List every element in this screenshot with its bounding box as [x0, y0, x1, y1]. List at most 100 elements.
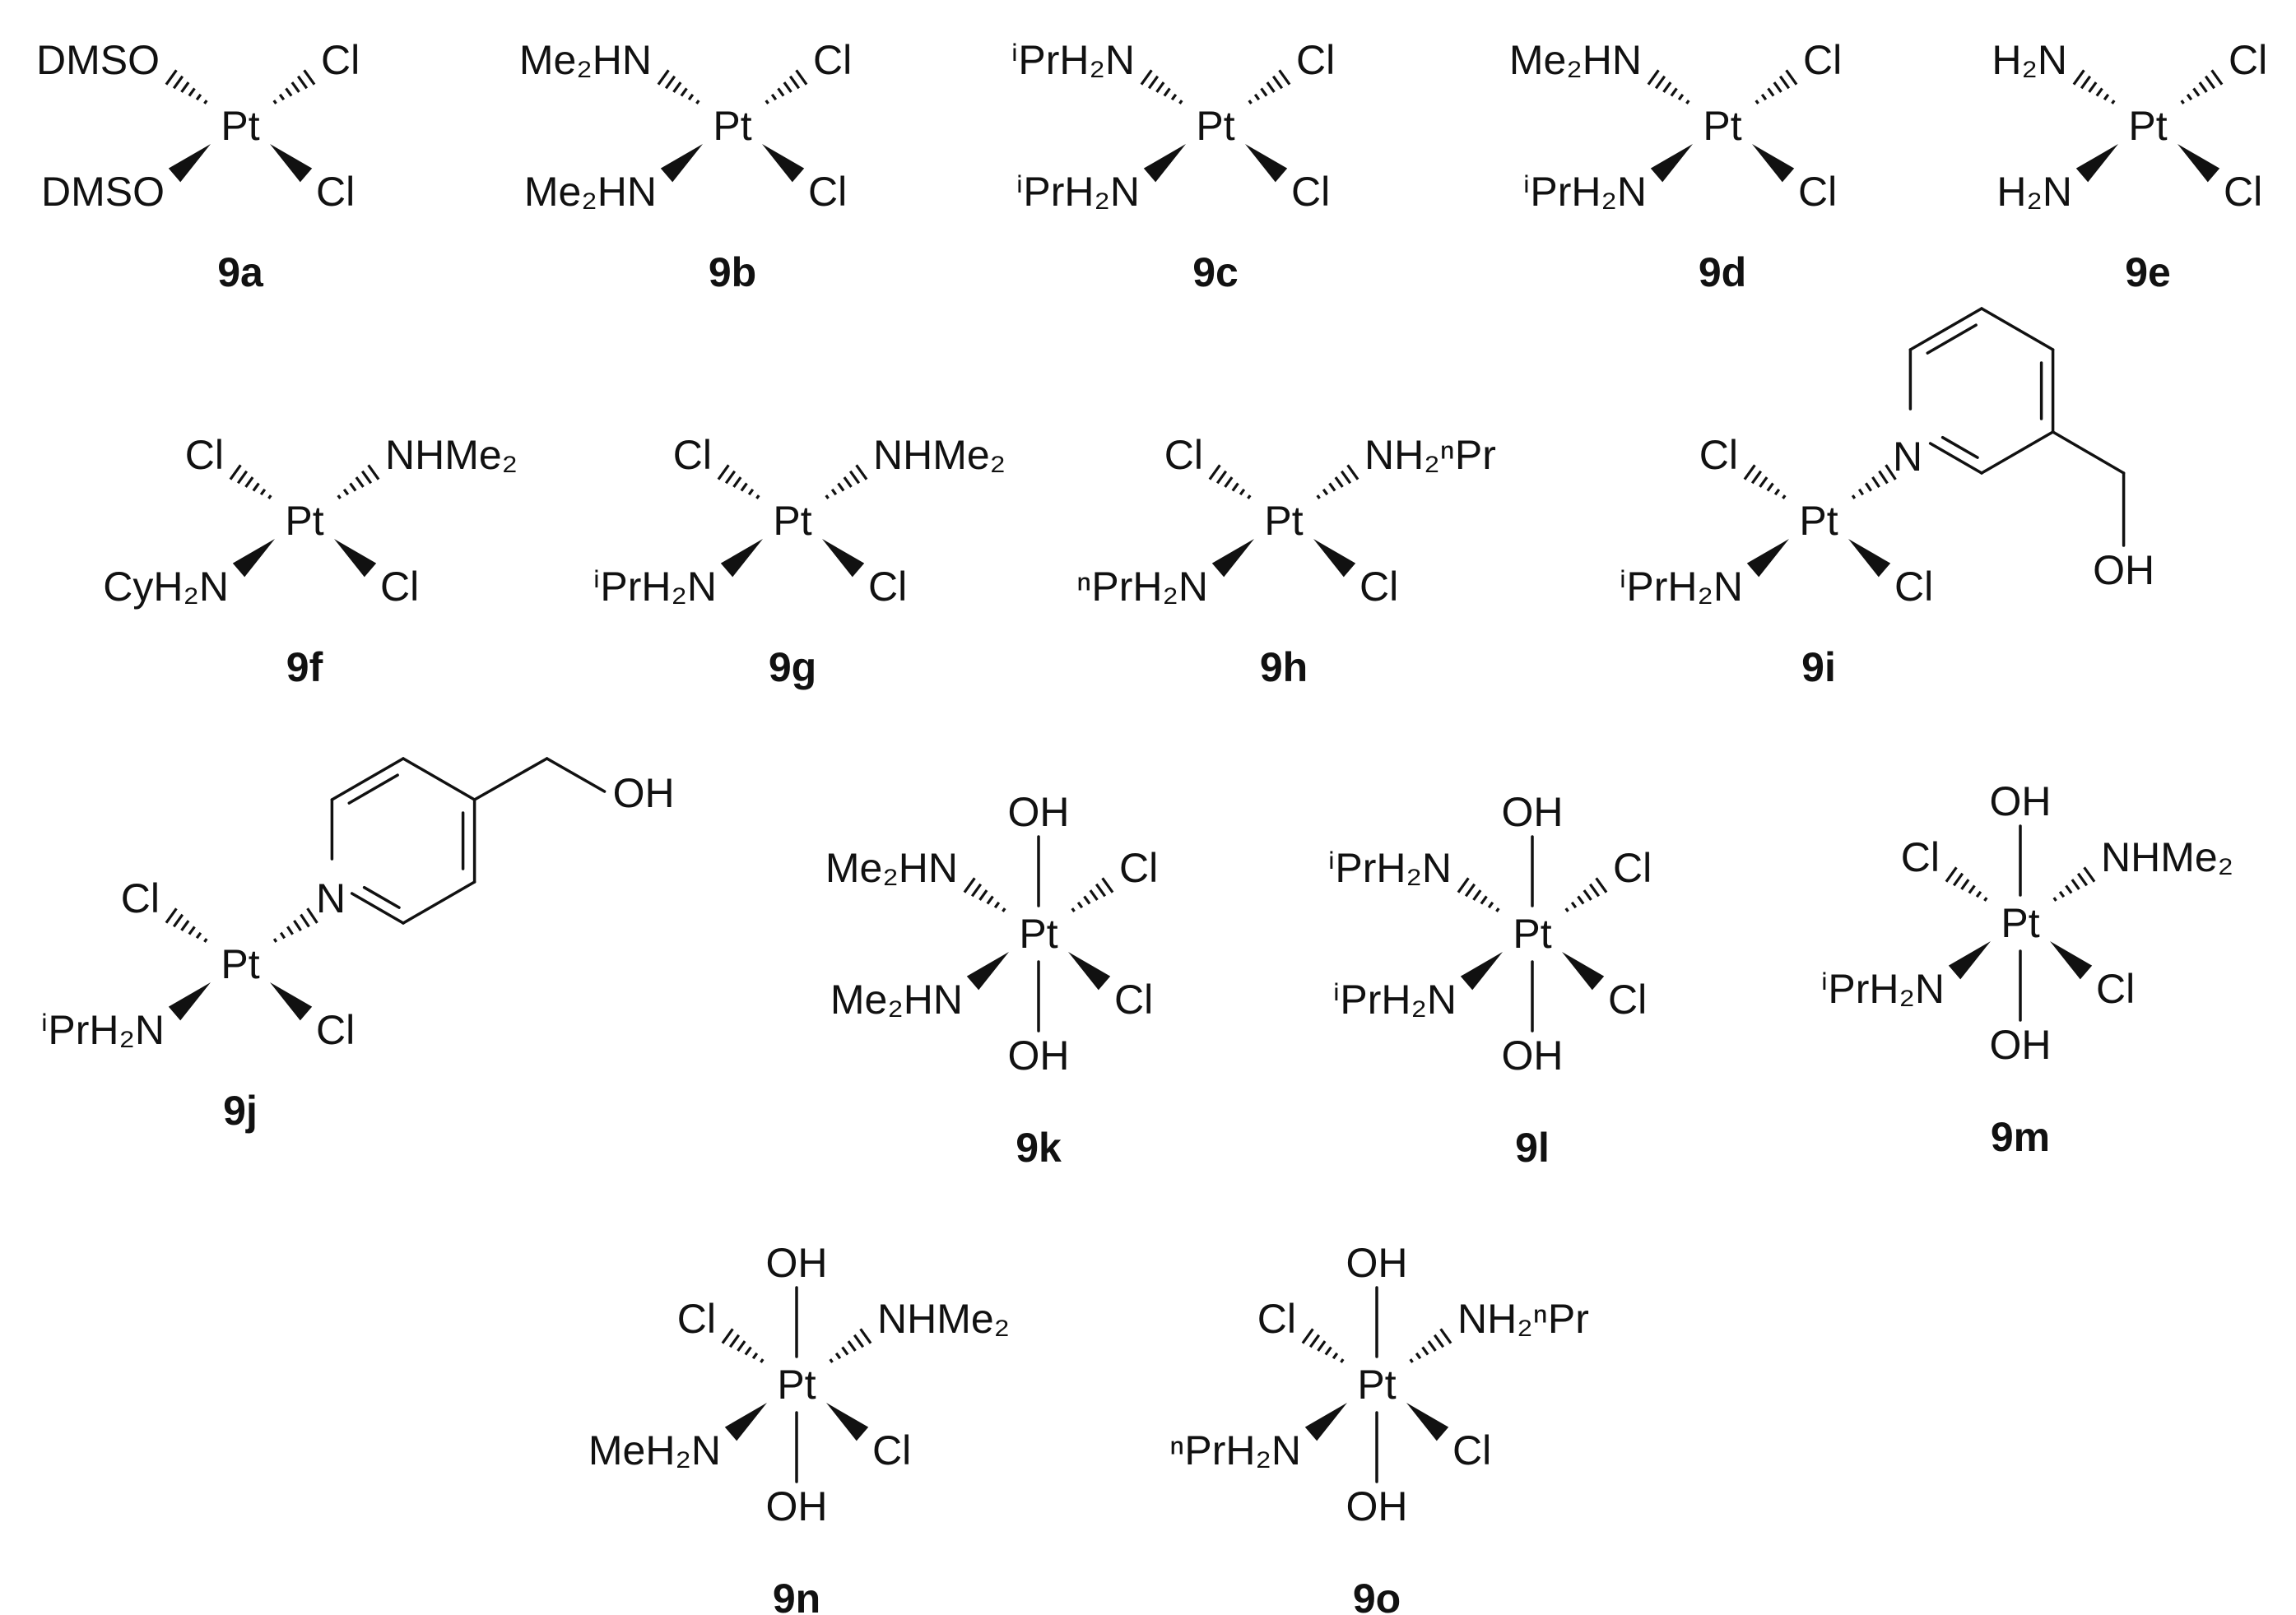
- ring-double-bond: [362, 885, 401, 909]
- hashed-bond-upper-right: [765, 69, 808, 104]
- platinum-atom: Pt: [1703, 103, 1741, 149]
- compound-label: 9h: [1260, 644, 1308, 690]
- ligand-lower-left: Me₂HN: [524, 169, 657, 215]
- ligand-upper-left: ⁱPrH₂N: [1327, 845, 1452, 891]
- wedge-bond-lower-left: [1460, 952, 1503, 991]
- hashed-bond-upper-right: [1409, 1328, 1452, 1363]
- ligand-upper-right: NHMe₂: [2101, 834, 2233, 880]
- ligand-lower-left: ⁱPrH₂N: [593, 564, 717, 610]
- compound-label: 9n: [773, 1576, 820, 1615]
- wedge-bond-lower-right: [822, 539, 865, 578]
- ligand-lower-right: Cl: [316, 169, 355, 215]
- hydroxyl-group: OH: [613, 770, 675, 816]
- ligand-axial-top: OH: [1008, 789, 1070, 835]
- methylene-bond: [472, 757, 549, 801]
- compound-label: 9c: [1192, 249, 1239, 295]
- hashed-bond-upper-right: [2180, 69, 2224, 104]
- compound-label: 9e: [2125, 249, 2171, 295]
- ligand-lower-left: CyH₂N: [103, 564, 229, 610]
- hashed-bond-upper-right: [1564, 877, 1608, 912]
- wedge-bond-lower-left: [1304, 1403, 1347, 1441]
- compound-label: 9j: [223, 1088, 258, 1134]
- platinum-atom: Pt: [1799, 498, 1838, 544]
- wedge-bond-lower-left: [720, 539, 763, 578]
- methylene-bond: [2051, 430, 2126, 475]
- compound-label: 9b: [709, 249, 756, 295]
- ligand-lower-left: ⁱPrH₂N: [1522, 169, 1647, 215]
- ligand-upper-left: Cl: [677, 1296, 716, 1342]
- compound-label: 9m: [1991, 1114, 2050, 1160]
- ligand-upper-left: Me₂HN: [825, 845, 958, 891]
- ligand-lower-left: ⁿPrH₂N: [1076, 564, 1208, 610]
- ligand-upper-left: ⁱPrH₂N: [1011, 37, 1135, 83]
- platinum-atom: Pt: [2128, 103, 2167, 149]
- platinum-atom: Pt: [1513, 911, 1551, 957]
- wedge-bond-lower-left: [1948, 941, 1991, 980]
- wedge-bond-lower-left: [168, 144, 211, 183]
- hashed-bond-upper-left: [165, 69, 208, 104]
- ligand-upper-left: Cl: [185, 432, 224, 478]
- ligand-upper-left: Cl: [1164, 432, 1203, 478]
- platinum-atom: Pt: [1196, 103, 1234, 149]
- platinum-atom: Pt: [1264, 498, 1303, 544]
- wedge-bond-lower-left: [1143, 144, 1186, 183]
- ligand-axial-bottom: OH: [1990, 1022, 2052, 1068]
- hashed-bond-upper-right: [825, 464, 868, 499]
- hashed-bond-upper-left: [1457, 877, 1500, 912]
- wedge-bond-lower-right: [1068, 952, 1111, 991]
- hydroxyl-group: OH: [2093, 547, 2154, 593]
- compound-label: 9g: [769, 644, 816, 690]
- compound-label: 9l: [1515, 1125, 1550, 1171]
- ligand-lower-right: Cl: [1798, 169, 1837, 215]
- hashed-bond-upper-left: [1647, 69, 1690, 104]
- ligand-lower-left: MeH₂N: [588, 1427, 721, 1473]
- ligand-lower-left: ⁱPrH₂N: [1619, 564, 1743, 610]
- ligand-lower-left: ⁱPrH₂N: [1332, 977, 1457, 1023]
- hydroxyl-bond: [545, 757, 607, 793]
- ligand-lower-right: Cl: [380, 564, 419, 610]
- platinum-atom: Pt: [2001, 900, 2039, 946]
- hashed-bond-upper-left: [657, 69, 700, 104]
- pyridine-ring: [330, 757, 476, 925]
- ring-double-bond: [1940, 435, 1979, 459]
- ligand-upper-left: Cl: [121, 875, 160, 921]
- ligand-lower-right: Cl: [868, 564, 907, 610]
- ring-bond: [330, 757, 405, 801]
- ligand-axial-top: OH: [1990, 778, 2052, 824]
- wedge-bond-lower-left: [232, 539, 275, 578]
- ligand-upper-right: Cl: [813, 37, 852, 83]
- wedge-bond-lower-left: [966, 952, 1009, 991]
- hashed-bond-upper-left: [1945, 866, 1988, 902]
- wedge-bond-lower-right: [2050, 941, 2093, 980]
- ligand-lower-right: Cl: [2096, 966, 2135, 1012]
- ligand-axial-top: OH: [1502, 789, 1564, 835]
- ring-bond: [350, 892, 405, 925]
- ligand-lower-right: Cl: [1359, 564, 1398, 610]
- ligand-axial-top: OH: [766, 1240, 828, 1286]
- wedge-bond-lower-left: [1650, 144, 1693, 183]
- ligand-upper-left: Cl: [1901, 834, 1940, 880]
- platinum-atom: Pt: [221, 103, 259, 149]
- platinum-atom: Pt: [221, 941, 259, 987]
- hashed-bond-upper-right: [1248, 69, 1291, 104]
- ligand-lower-right: Cl: [316, 1007, 355, 1053]
- wedge-bond-lower-right: [2177, 144, 2220, 183]
- wedge-bond-lower-right: [1848, 539, 1891, 578]
- ligand-axial-bottom: OH: [1502, 1033, 1564, 1079]
- ligand-axial-bottom: OH: [1008, 1033, 1070, 1079]
- ligand-lower-right: Cl: [1894, 564, 1933, 610]
- ring-bond: [1980, 430, 2055, 475]
- wedge-bond-lower-right: [270, 144, 313, 183]
- ligand-lower-right: Cl: [872, 1427, 911, 1473]
- ligand-upper-right: Cl: [1803, 37, 1842, 83]
